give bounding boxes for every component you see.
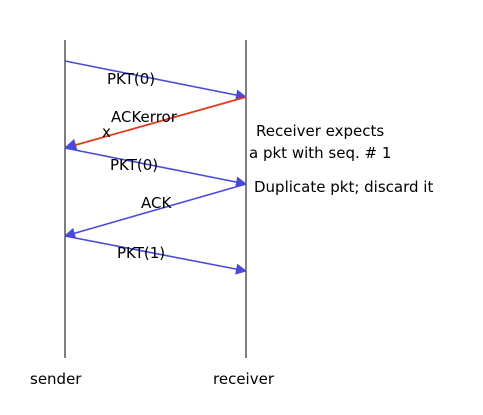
sender-label: sender — [30, 370, 82, 388]
pkt1-arrow — [64, 235, 248, 275]
ack-error-label: ACKerror — [111, 108, 178, 126]
pkt0-resend-arrow — [64, 147, 248, 188]
receiver-label: receiver — [213, 370, 275, 388]
expects-note-line1: Receiver expects — [256, 122, 384, 140]
pkt1-label: PKT(1) — [117, 244, 165, 262]
ack-label: ACK — [141, 194, 172, 212]
expects-note-line2: a pkt with seq. # 1 — [249, 144, 391, 162]
pkt0-resend-label: PKT(0) — [110, 156, 158, 174]
ack-error-arrow — [63, 96, 247, 151]
ack-arrow — [63, 183, 247, 239]
pkt0-first-label: PKT(0) — [107, 70, 155, 88]
pkt0-first-arrow — [64, 60, 248, 101]
corruption-mark: x — [102, 123, 111, 141]
duplicate-note: Duplicate pkt; discard it — [254, 178, 433, 196]
